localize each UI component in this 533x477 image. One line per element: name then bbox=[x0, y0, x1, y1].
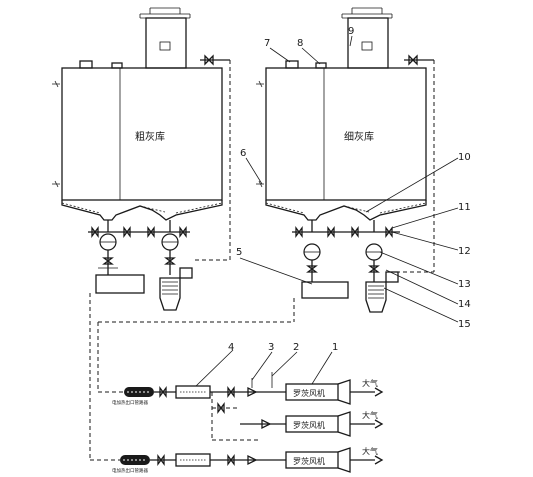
blower-line-upper bbox=[124, 372, 384, 405]
conveying-pipelines bbox=[89, 293, 295, 461]
callout-7: 7 bbox=[264, 38, 270, 49]
callout-2: 2 bbox=[293, 342, 299, 353]
atmosphere-label-1: 大气 bbox=[362, 378, 378, 388]
fine-ash-silo-label: 细灰库 bbox=[344, 130, 374, 143]
coarse-ash-silo-label: 粗灰库 bbox=[135, 130, 165, 143]
callout-1: 1 bbox=[332, 342, 338, 353]
labels: 粗灰库 细灰库 1 2 3 4 5 6 7 8 9 10 11 12 13 14… bbox=[112, 26, 471, 474]
callout-9: 9 bbox=[348, 26, 354, 37]
roots-blower-label-2: 罗茨风机 bbox=[293, 420, 325, 430]
fine-ash-silo bbox=[256, 7, 435, 313]
callout-10: 10 bbox=[458, 152, 471, 163]
callout-6: 6 bbox=[240, 148, 246, 159]
heater-label-upper: 电加热出口管路器 bbox=[112, 399, 148, 406]
callout-11: 11 bbox=[458, 202, 471, 213]
blower-line-middle bbox=[212, 402, 384, 437]
callout-14: 14 bbox=[458, 299, 471, 310]
atmosphere-label-2: 大气 bbox=[362, 410, 378, 420]
callout-3: 3 bbox=[268, 342, 274, 353]
callout-5: 5 bbox=[236, 247, 242, 258]
blower-line-lower bbox=[120, 447, 384, 473]
atmosphere-label-3: 大气 bbox=[362, 446, 378, 456]
callout-13: 13 bbox=[458, 279, 471, 290]
callout-12: 12 bbox=[458, 246, 471, 257]
callout-leaders bbox=[195, 35, 459, 387]
heater-label-lower: 电加热出口管路器 bbox=[112, 467, 148, 474]
roots-blower-label-1: 罗茨风机 bbox=[293, 388, 325, 398]
callout-4: 4 bbox=[228, 342, 234, 353]
callout-15: 15 bbox=[458, 319, 471, 330]
coarse-ash-silo bbox=[52, 7, 231, 311]
roots-blower-label-3: 罗茨风机 bbox=[293, 456, 325, 466]
callout-8: 8 bbox=[297, 38, 303, 49]
